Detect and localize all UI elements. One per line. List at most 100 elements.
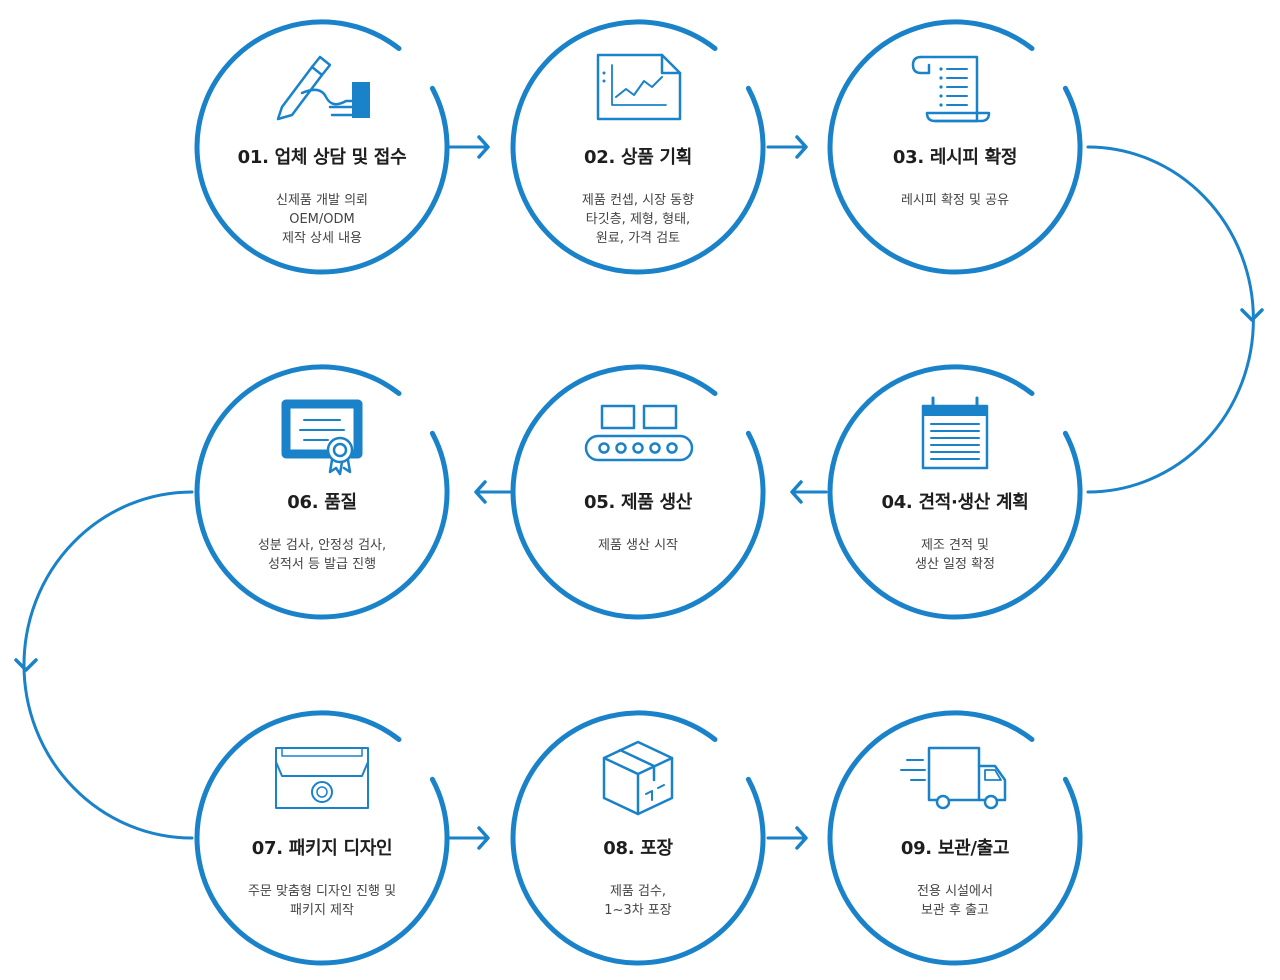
connector-arc — [22, 490, 194, 840]
step-circles — [194, 19, 1083, 966]
box-left — [600, 404, 636, 430]
belt-roller — [649, 442, 661, 454]
step-circle — [194, 710, 450, 966]
step-circle — [194, 364, 450, 620]
envelope-lip — [281, 747, 363, 757]
step-3: 03. 레시피 확정 레시피 확정 및 공유 — [830, 143, 1080, 210]
belt-roller — [598, 442, 610, 454]
step-line: 레시피 확정 및 공유 — [900, 193, 1010, 208]
step-line: 성분 검사, 안정성 검사, — [257, 538, 387, 553]
step-line: 제작 상세 내용 — [281, 231, 363, 246]
step-title: 06. 품질 — [287, 492, 357, 513]
step-circle — [827, 364, 1083, 620]
seal-ribbon — [328, 458, 352, 476]
chart-line — [615, 76, 663, 98]
step-description: 전용 시설에서 보관 후 출고 — [830, 882, 1080, 920]
step-2: 02. 상품 기획 제품 컨셉, 시장 동향 타깃층, 제형, 형태, 원료, … — [513, 143, 763, 248]
step-1: 01. 업체 상담 및 접수 신제품 개발 의뢰 OEM/ODM 제작 상세 내… — [197, 143, 447, 248]
step-circle — [827, 19, 1083, 275]
arrow-head-icon — [1240, 308, 1264, 322]
step-icons — [275, 53, 1007, 816]
step-line: 성적서 등 발급 진행 — [267, 557, 377, 572]
hand-lines — [328, 105, 354, 117]
step-line: 타깃층, 제형, 형태, — [585, 212, 691, 227]
step-circle — [510, 364, 766, 620]
seal-inner — [332, 442, 348, 458]
envelope-package-icon — [275, 747, 369, 809]
belt-shape — [584, 434, 694, 462]
recipe-scroll-icon — [911, 55, 991, 123]
step-line: OEM/ODM — [289, 212, 355, 227]
certificate-frame — [281, 399, 363, 459]
envelope-seal — [311, 781, 333, 803]
step-9: 09. 보관/출고 전용 시설에서 보관 후 출고 — [830, 834, 1080, 920]
arrow-head-icon — [474, 480, 487, 504]
step-description: 제조 견적 및 생산 일정 확정 — [830, 536, 1080, 574]
signature-line — [300, 88, 354, 106]
speed-lines — [900, 759, 926, 781]
step-line: 원료, 가격 검토 — [595, 231, 681, 246]
step-title: 09. 보관/출고 — [900, 838, 1010, 859]
calendar-icon — [921, 396, 989, 470]
step-description: 성분 검사, 안정성 검사, 성적서 등 발급 진행 — [197, 536, 447, 574]
step-line: 1~3차 포장 — [604, 903, 672, 918]
step-title: 04. 견적·생산 계획 — [881, 492, 1029, 513]
scroll-bottom — [925, 111, 991, 123]
pen-shape — [276, 65, 324, 121]
step-7: 07. 패키지 디자인 주문 맞춤형 디자인 진행 및 패키지 제작 — [197, 834, 447, 920]
connectors — [14, 135, 1264, 850]
step-circle — [510, 19, 766, 275]
step-description: 신제품 개발 의뢰 OEM/ODM 제작 상세 내용 — [197, 191, 447, 248]
list-bullet — [939, 67, 943, 71]
belt-roller — [666, 442, 678, 454]
scroll-top — [911, 55, 931, 75]
step-description: 제품 생산 시작 — [513, 536, 763, 555]
step-5: 05. 제품 생산 제품 생산 시작 — [513, 488, 763, 555]
box-edges — [602, 756, 674, 816]
doc-outline — [596, 53, 682, 121]
step-line: 생산 일정 확정 — [914, 557, 996, 572]
step-description: 제품 컨셉, 시장 동향 타깃층, 제형, 형태, 원료, 가격 검토 — [513, 191, 763, 248]
calendar-header — [923, 406, 987, 416]
step-line: 제품 검수, — [609, 884, 667, 899]
box-marks — [645, 784, 665, 801]
truck-wheel — [935, 794, 951, 810]
step-line: 제품 컨셉, 시장 동향 — [581, 193, 695, 208]
arrow-head-icon — [477, 826, 490, 850]
conveyor-belt-icon — [584, 404, 694, 462]
arrow-head-icon — [477, 135, 490, 159]
seal-circle — [326, 436, 354, 464]
step-line: 패키지 제작 — [290, 903, 354, 918]
chart-axes — [611, 64, 667, 106]
doc-fold — [660, 53, 682, 75]
step-line: 신제품 개발 의뢰 — [276, 193, 368, 208]
box-right — [642, 404, 678, 430]
cuff-shape — [352, 82, 370, 118]
calendar-rings — [931, 396, 979, 412]
step-circle — [194, 19, 450, 275]
delivery-truck-icon — [900, 746, 1007, 810]
box-tape — [618, 748, 656, 782]
envelope-seal-inner — [316, 786, 328, 798]
envelope-frame — [275, 747, 369, 809]
step-description: 제품 검수, 1~3차 포장 — [513, 882, 763, 920]
step-title: 02. 상품 기획 — [584, 147, 692, 168]
truck-cargo — [927, 746, 981, 802]
belt-roller — [615, 442, 627, 454]
step-title: 08. 포장 — [603, 838, 673, 859]
step-6: 06. 품질 성분 검사, 안정성 검사, 성적서 등 발급 진행 — [197, 488, 447, 574]
connector-arc — [1086, 145, 1255, 494]
list-bullet — [939, 76, 943, 80]
step-line: 제조 견적 및 — [920, 538, 990, 553]
arrow-head-icon — [790, 480, 803, 504]
step-title: 03. 레시피 확정 — [892, 147, 1018, 168]
step-line: 전용 시설에서 — [917, 884, 993, 899]
step-8: 08. 포장 제품 검수, 1~3차 포장 — [513, 834, 763, 920]
step-title: 05. 제품 생산 — [584, 492, 692, 513]
pen-cap — [310, 55, 332, 77]
step-line: 제품 생산 시작 — [597, 538, 679, 553]
truck-window — [984, 769, 1002, 781]
arrow-head-icon — [14, 658, 38, 672]
arrow-head-icon — [795, 826, 808, 850]
